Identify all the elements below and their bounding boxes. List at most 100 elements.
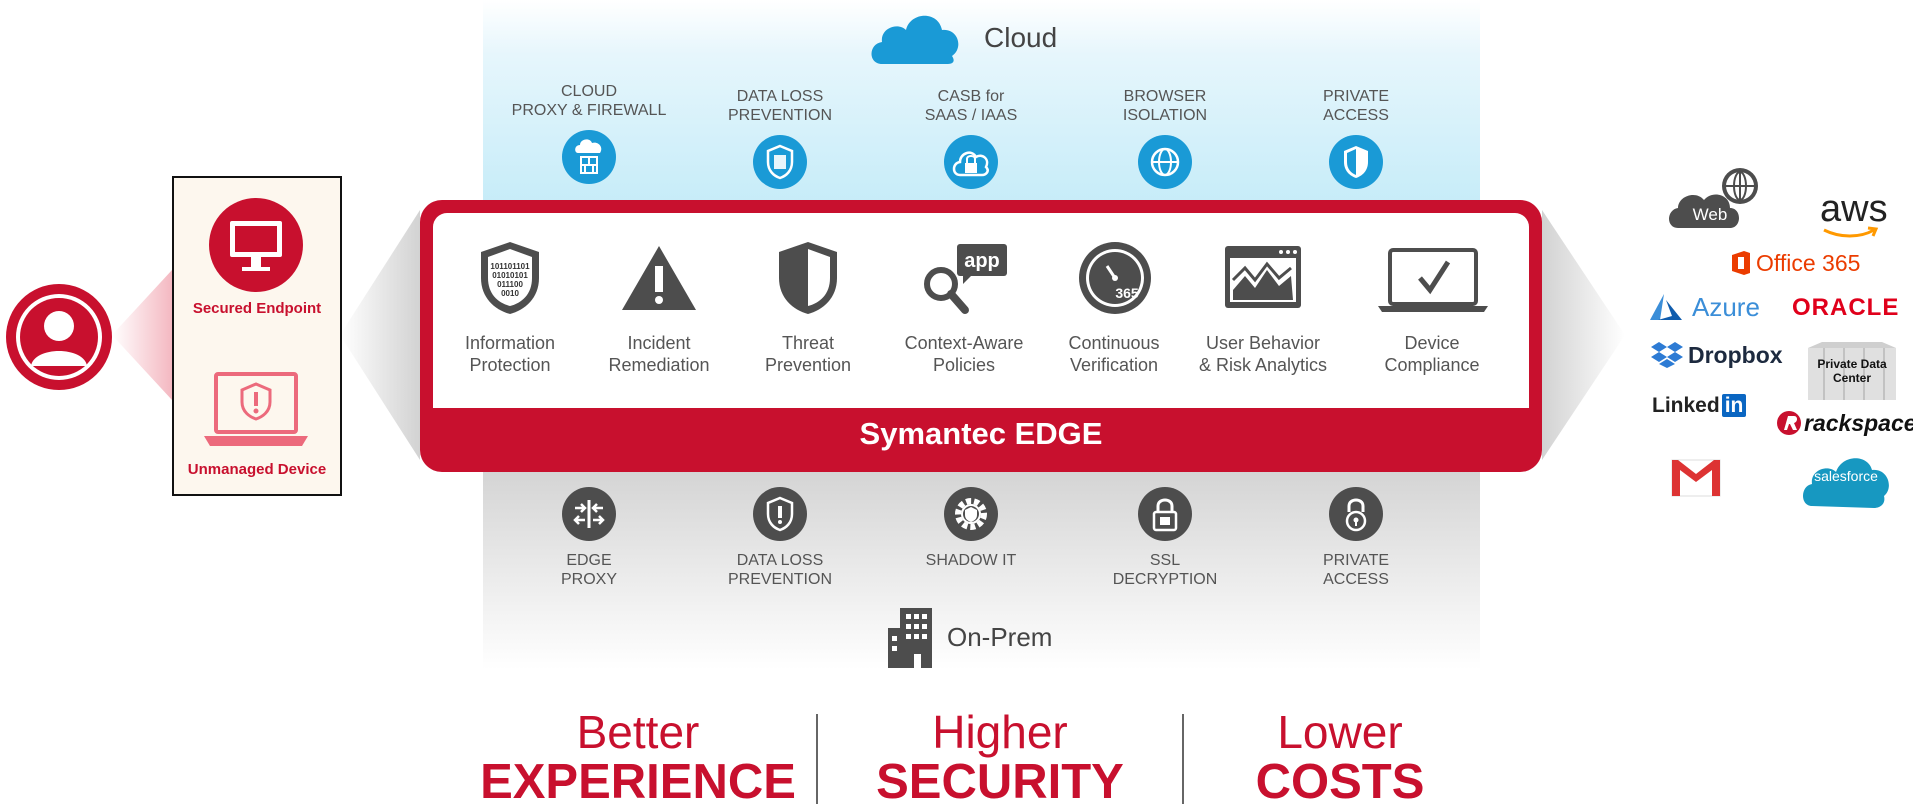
cloud-lock-icon (944, 135, 998, 189)
office365-logo: Office 365 (1756, 250, 1861, 276)
svc-label-line1: CASB for (937, 88, 1005, 105)
azure-logo: Azure (1692, 292, 1760, 322)
clock-365-icon: 365 (1077, 240, 1153, 316)
capability-label-line1: Context-Aware (904, 333, 1024, 353)
user-connector (112, 270, 172, 400)
capability-label-line2: Protection (469, 355, 551, 375)
capability-label-line2: & Risk Analytics (1198, 355, 1328, 375)
globe-icon (1138, 135, 1192, 189)
right-connector (1542, 210, 1625, 460)
svg-text:365: 365 (1115, 285, 1139, 301)
cloud-title: Cloud (984, 22, 1058, 53)
secured-endpoint-label: Secured Endpoint (192, 300, 322, 317)
svc-label-line1: CLOUD (560, 83, 617, 100)
tagline-top: Better (576, 706, 700, 758)
web-label: Web (1692, 205, 1728, 224)
gmail-icon (1670, 456, 1722, 498)
capability-label-line1: Device (1404, 333, 1460, 353)
svg-text:101101101: 101101101 (490, 262, 530, 271)
capability-label-line2: Compliance (1384, 355, 1480, 375)
svc-label-line1: SSL (1149, 552, 1181, 569)
datacenter-icon (1804, 340, 1900, 402)
salesforce-logo: salesforce (1814, 468, 1878, 484)
tagline-security: Higher SECURITY (860, 708, 1140, 808)
analytics-chart-icon (1223, 240, 1303, 316)
azure-logo-icon (1646, 292, 1686, 322)
svc-label-line1: DATA LOSS (736, 88, 824, 105)
capability-label-line1: User Behavior (1205, 333, 1321, 353)
dropbox-logo-icon (1650, 340, 1684, 370)
svc-label-line2: ISOLATION (1122, 107, 1208, 124)
onprem-service-shadow-it[interactable]: SHADOW IT (881, 487, 1061, 570)
capability-label-line2: Verification (1069, 355, 1159, 375)
laptop-check-icon (1376, 240, 1490, 316)
capability-label-line2: Policies (932, 355, 996, 375)
office-logo-icon (1730, 250, 1752, 276)
cloud-icon (868, 8, 964, 66)
binary-shield-icon: 101101101 01010101 011100 0010 (475, 240, 545, 316)
web-cloud-icon (1668, 164, 1764, 232)
aws-smile-icon (1820, 226, 1880, 240)
svc-label-line2: PREVENTION (727, 107, 832, 124)
linkedin-text: Linked (1652, 394, 1720, 417)
monitor-icon (208, 197, 304, 293)
svg-text:0010: 0010 (501, 289, 519, 298)
left-connector (340, 210, 420, 460)
capability-label-line1: Information (464, 333, 556, 353)
svg-text:01010101: 01010101 (492, 271, 528, 280)
proxy-arrows-icon (562, 487, 616, 541)
shield-icon (1329, 135, 1383, 189)
warning-icon (620, 240, 698, 316)
capability-user-behavior-analytics[interactable]: User Behavior& Risk Analytics (1180, 240, 1346, 376)
capability-label-line1: Threat (781, 333, 835, 353)
cloud-service-browser-isolation[interactable]: BROWSER ISOLATION (1075, 87, 1255, 189)
tagline-top: Higher (932, 706, 1068, 758)
svc-label-line1: EDGE (566, 552, 612, 569)
shield-icon (775, 240, 841, 316)
cloud-firewall-icon (562, 130, 616, 184)
tagline-divider (816, 714, 818, 804)
svc-label-line2: PROXY (560, 571, 617, 588)
cloud-service-private-access[interactable]: PRIVATE ACCESS (1266, 87, 1446, 189)
linkedin-badge: in (1721, 394, 1747, 417)
svc-label-line2: ACCESS (1323, 571, 1389, 588)
capability-label-line1: Continuous (1068, 333, 1160, 353)
onprem-title: On-Prem (947, 622, 1053, 652)
tagline-top: Lower (1277, 706, 1403, 758)
svc-label-line2: ACCESS (1323, 107, 1389, 124)
svc-label-line1: BROWSER (1123, 88, 1207, 105)
laptop-warning-icon (200, 370, 312, 450)
cloud-service-dlp[interactable]: DATA LOSS PREVENTION (690, 87, 870, 189)
capability-information-protection[interactable]: 101101101 01010101 011100 0010 Informati… (430, 240, 590, 376)
magnifier-app-icon: app (919, 240, 1009, 316)
capability-label-line2: Prevention (764, 355, 852, 375)
svc-label-line1: SHADOW IT (925, 552, 1017, 569)
onprem-service-edge-proxy[interactable]: EDGE PROXY (499, 487, 679, 589)
building-icon (886, 606, 934, 668)
dlp-shield-icon (753, 487, 807, 541)
svg-text:app: app (964, 250, 1000, 272)
aws-logo: aws (1820, 188, 1888, 230)
rackspace-logo-icon (1776, 410, 1802, 436)
capability-label-line2: Remediation (608, 355, 710, 375)
dropbox-logo: Dropbox (1688, 342, 1783, 368)
capability-label-line1: Incident (627, 333, 691, 353)
salesforce-cloud-icon (1800, 450, 1892, 512)
svc-label-line1: PRIVATE (1322, 88, 1390, 105)
edge-title: Symantec EDGE (859, 416, 1103, 451)
tagline-divider (1182, 714, 1184, 804)
rackspace-logo: rackspace (1804, 410, 1913, 436)
tagline-bottom: COSTS (1255, 755, 1425, 809)
